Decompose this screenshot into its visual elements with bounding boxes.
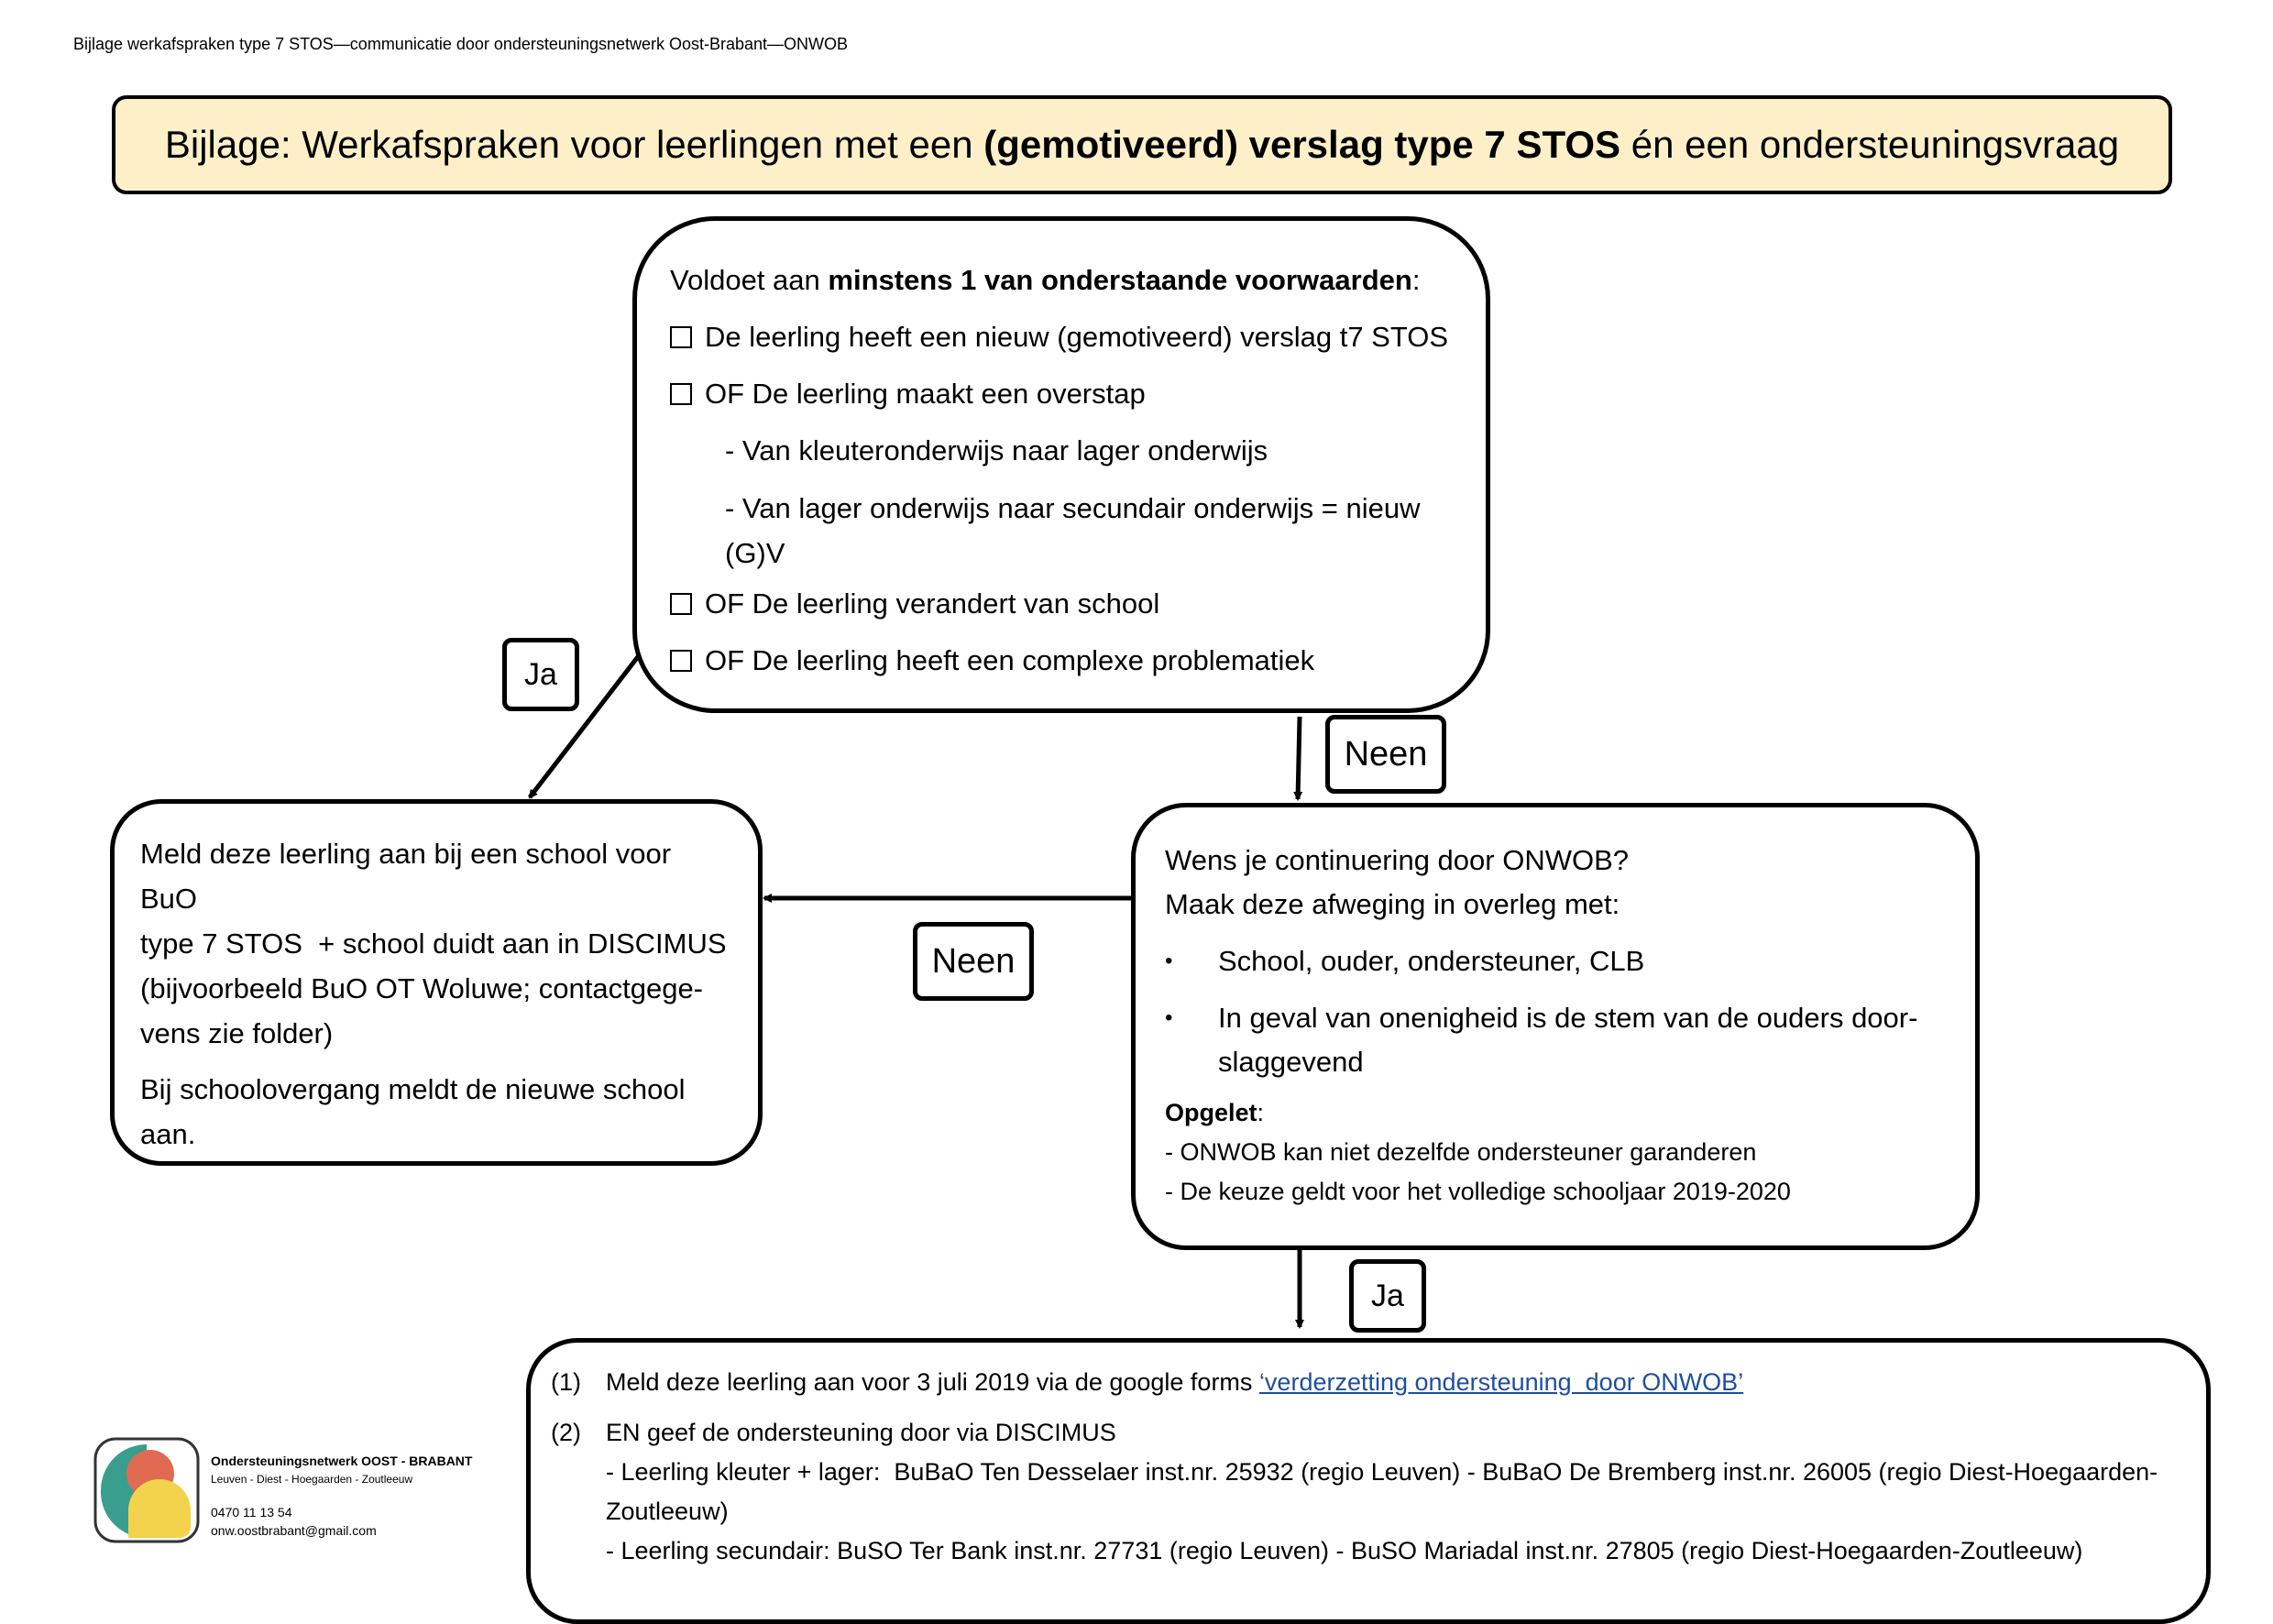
condition-item-3: OF De leerling verandert van school: [670, 576, 1486, 632]
next-steps-box: (1) Meld deze leerling aan voor 3 juli 2…: [526, 1338, 2211, 1624]
label-ja-bottom: Ja: [1349, 1259, 1426, 1333]
note-1: - ONWOB kan niet dezelfde ondersteuner g…: [1165, 1138, 1757, 1166]
logo-phone: 0470 11 13 54: [211, 1505, 292, 1520]
condition-item-1: De leerling heeft een nieuw (gemotiveerd…: [670, 309, 1486, 366]
left-line-1: Meld deze leerling aan bij een school vo…: [140, 838, 672, 915]
condition-sub-2-line2: (G)V: [725, 537, 785, 569]
page-title: Bijlage: Werkafspraken voor leerlingen m…: [112, 95, 2172, 194]
arrow-neen-down: [1293, 716, 1303, 801]
intro-bold: minstens 1 van onderstaande voorwaarden: [828, 264, 1412, 296]
checkbox-icon: [670, 383, 692, 405]
note-title-colon: :: [1257, 1099, 1265, 1126]
step-1-text: Meld deze leerling aan voor 3 juli 2019 …: [606, 1368, 1259, 1396]
condition-item-3-text: OF De leerling verandert van school: [705, 587, 1160, 620]
document-header: Bijlage werkafspraken type 7 STOS—commun…: [73, 35, 849, 53]
step-2-line2: - Leerling kleuter + lager: BuBaO Ten De…: [606, 1458, 2158, 1486]
condition-item-4-text: OF De leerling heeft een complexe proble…: [705, 644, 1315, 676]
bullet-icon: •: [1165, 949, 1173, 973]
checkbox-icon: [670, 326, 692, 348]
logo-email: onw.oostbrabant@gmail.com: [211, 1523, 377, 1538]
conditions-intro: Voldoet aan minstens 1 van onderstaande …: [670, 252, 1486, 309]
step-2: (2) EN geef de ondersteuning door via DI…: [551, 1413, 2179, 1571]
step-2-line1: EN geef de ondersteuning door via DISCIM…: [606, 1419, 1116, 1446]
logo-regions: Leuven - Diest - Hoegaarden - Zoutleeuw: [211, 1473, 413, 1486]
note-title: Opgelet:: [1165, 1093, 1948, 1133]
register-buo-box: Meld deze leerling aan bij een school vo…: [110, 799, 763, 1166]
step-1: (1) Meld deze leerling aan voor 3 juli 2…: [551, 1363, 2179, 1402]
condition-item-1-text: De leerling heeft een nieuw (gemotiveerd…: [705, 321, 1449, 353]
condition-item-2-text: OF De leerling maakt een overstap: [705, 378, 1146, 410]
intro-suffix: :: [1411, 264, 1421, 296]
bullet-icon: •: [1165, 1005, 1173, 1030]
label-neen-top: Neen: [1325, 715, 1446, 794]
title-suffix: én een ondersteuningsvraag: [1620, 123, 2120, 166]
bullet-item-2: • In geval van onenigheid is de stem van…: [1165, 996, 1948, 1084]
note-2: - De keuze geldt voor het volledige scho…: [1165, 1178, 1791, 1205]
title-prefix: Bijlage: Werkafspraken voor leerlingen m…: [164, 123, 984, 166]
left-line-5: Bij schoolovergang meldt de nieuwe schoo…: [140, 1073, 686, 1105]
arrow-ja-left: [528, 653, 642, 799]
step-2-number: (2): [551, 1419, 581, 1446]
condition-sub-2: - Van lager onderwijs naar secundair ond…: [670, 479, 1486, 576]
left-line-3: (bijvoorbeeld BuO OT Woluwe; contactgege…: [140, 972, 704, 1004]
label-ja-left: Ja: [502, 638, 579, 711]
title-bold: (gemotiveerd) verslag type 7 STOS: [983, 123, 1621, 166]
checkbox-icon: [670, 593, 692, 615]
label-neen-mid: Neen: [913, 922, 1034, 1001]
left-line-6: aan.: [140, 1118, 196, 1150]
logo-icon: [93, 1437, 200, 1543]
logo-org-name: Ondersteuningsnetwerk OOST - BRABANT: [211, 1454, 473, 1468]
step-2-line4: - Leerling secundair: BuSO Ter Bank inst…: [606, 1537, 2083, 1564]
step-1-number: (1): [551, 1368, 581, 1396]
condition-item-2: OF De leerling maakt een overstap: [670, 366, 1486, 422]
right-line-1: Wens je continuering door ONWOB?: [1165, 844, 1629, 876]
left-line-2: type 7 STOS + school duidt aan in DISCIM…: [140, 927, 727, 960]
intro-prefix: Voldoet aan: [670, 264, 829, 296]
condition-sub-1: - Van kleuteronderwijs naar lager onderw…: [725, 434, 1268, 466]
continuation-box: Wens je continuering door ONWOB? Maak de…: [1131, 803, 1980, 1250]
bullet-item-1: • School, ouder, ondersteuner, CLB: [1165, 939, 1948, 983]
condition-sub-2-line1: - Van lager onderwijs naar secundair ond…: [725, 492, 1421, 524]
bullet-item-2-line2: slaggevend: [1218, 1046, 1364, 1078]
organisation-logo: [92, 1435, 202, 1545]
note-title-bold: Opgelet: [1165, 1099, 1257, 1126]
conditions-box: Voldoet aan minstens 1 van onderstaande …: [632, 216, 1490, 713]
bullet-item-2-line1: In geval van onenigheid is de stem van d…: [1218, 1002, 1918, 1034]
left-line-4: vens zie folder): [140, 1017, 334, 1049]
condition-item-4: OF De leerling heeft een complexe proble…: [670, 632, 1486, 689]
bullet-item-1-text: School, ouder, ondersteuner, CLB: [1218, 945, 1645, 977]
google-forms-link[interactable]: ‘verderzetting ondersteuning door ONWOB’: [1258, 1368, 1744, 1396]
checkbox-icon: [670, 650, 692, 672]
step-2-line3: Zoutleeuw): [606, 1498, 729, 1525]
logo-text-block: Ondersteuningsnetwerk OOST - BRABANT Leu…: [211, 1452, 472, 1540]
right-line-2: Maak deze afweging in overleg met:: [1165, 888, 1620, 920]
